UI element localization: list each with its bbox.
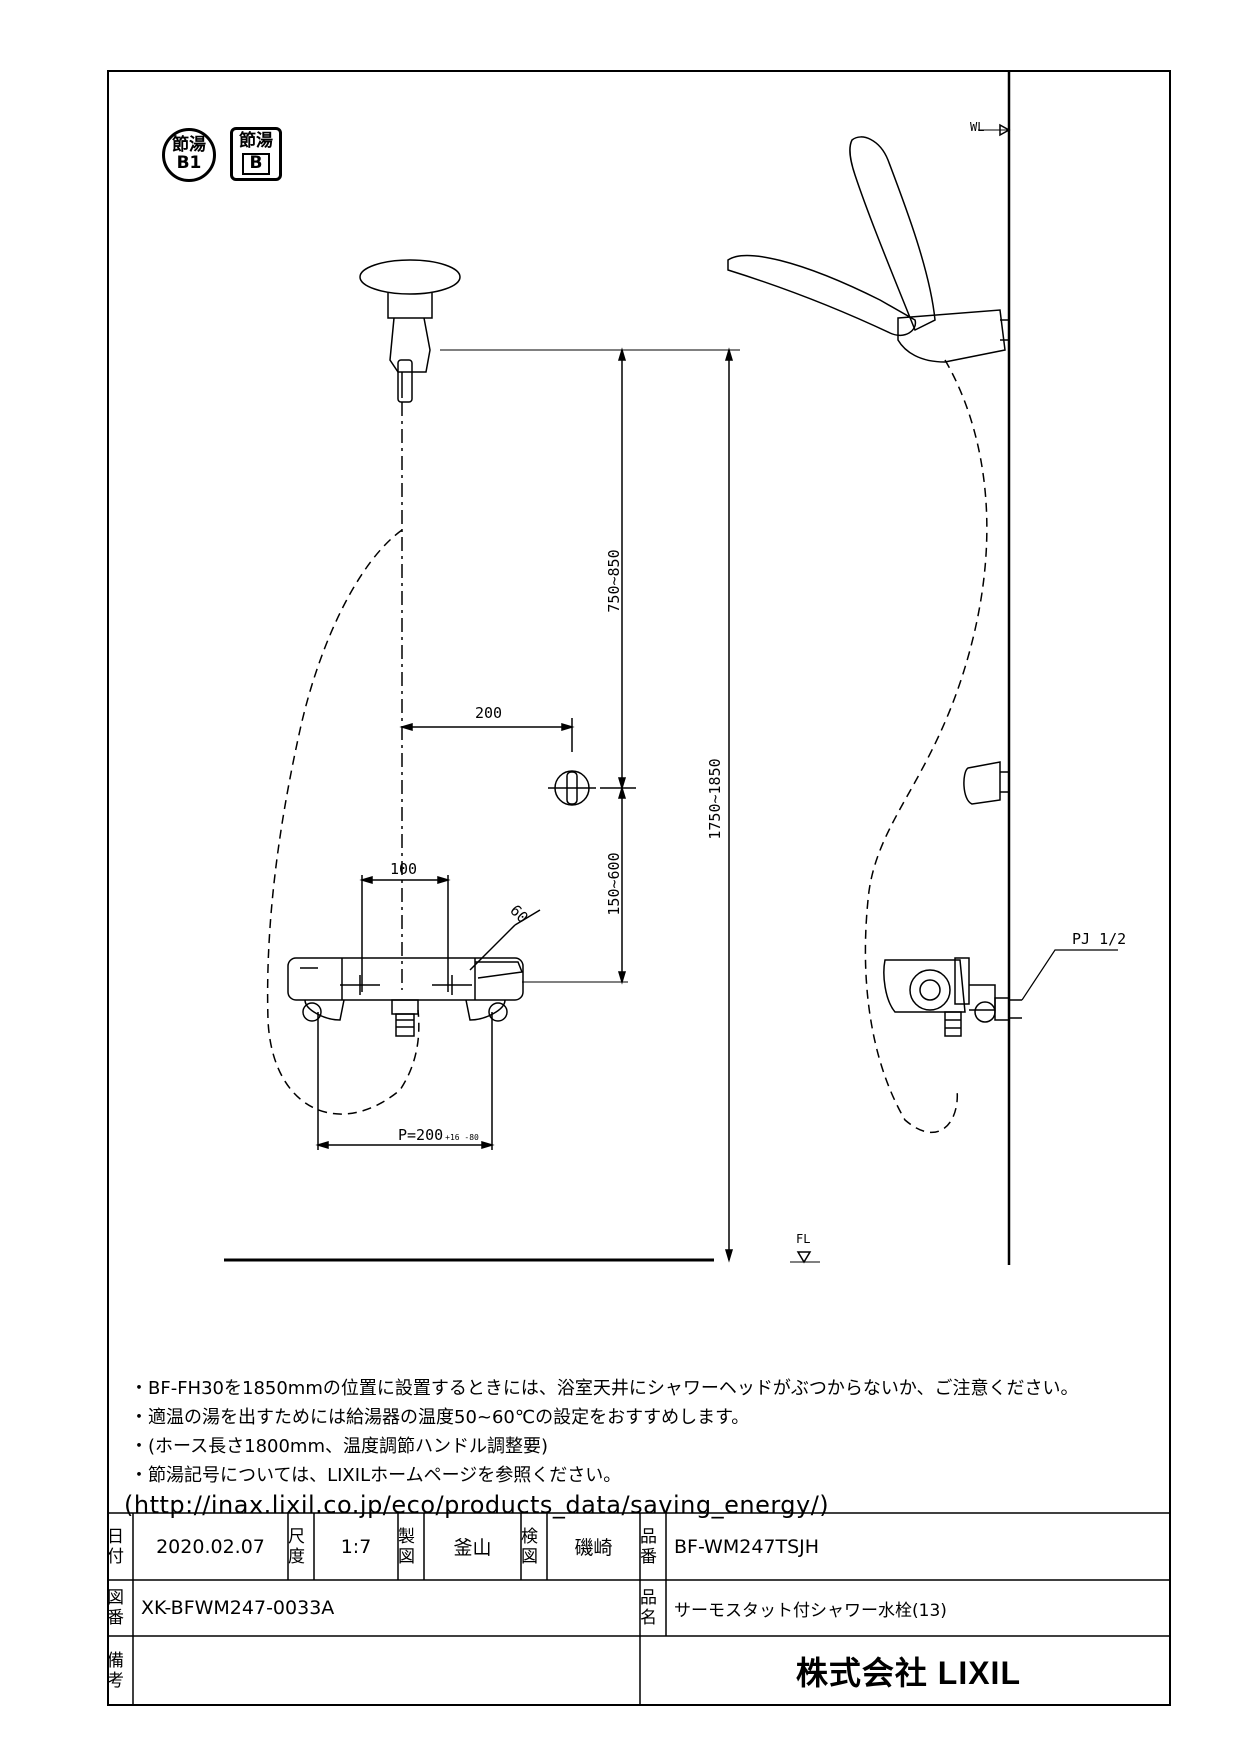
- wl-label: WL: [970, 120, 985, 134]
- water-saving-badge-b: 節湯 B: [230, 127, 282, 181]
- date-value: 2020.02.07: [156, 1535, 265, 1558]
- drawn-label: 製図: [398, 1526, 415, 1567]
- note-1: ・BF-FH30を1850mmの位置に設置するときには、浴室天井にシャワーヘッド…: [130, 1378, 1079, 1399]
- checked-by: 磯崎: [574, 1537, 613, 1559]
- note-2: ・適温の湯を出すためには給湯器の温度50~60℃の設定をおすすめします。: [130, 1407, 750, 1428]
- drawing-sheet-border: [107, 70, 1171, 1706]
- pj-label: PJ 1/2: [1072, 930, 1127, 948]
- dim-200: 200: [475, 704, 503, 722]
- badge2-title: 節湯: [239, 131, 273, 152]
- checked-label: 検図: [521, 1526, 538, 1567]
- drawing-no-value: XK-BFWM247-0033A: [141, 1597, 335, 1619]
- fl-label: FL: [796, 1232, 811, 1246]
- hose-outline-side: [864, 359, 988, 1134]
- badge1-title: 節湯: [172, 135, 206, 156]
- dim-1750-1850: 1750~1850: [706, 758, 724, 840]
- product-name-value: サーモスタット付シャワー水栓(13): [674, 1600, 947, 1621]
- product-name-label: 品名: [640, 1588, 657, 1628]
- faucet-body-front: [287, 957, 628, 1037]
- title-block-grid: [107, 1512, 1171, 1706]
- title-block: 日付 2020.02.07 尺度 1:7 製図 釜山 検図 磯崎 品番 BF-W…: [107, 1513, 1171, 1706]
- scale-value: 1:7: [340, 1535, 372, 1558]
- note-3: ・(ホース長さ1800mm、温度調節ハンドル調整要): [130, 1436, 549, 1457]
- pitch-value: P=200: [398, 1126, 444, 1144]
- water-saving-badge-b1: 節湯 B1: [162, 128, 216, 182]
- reference-url: (http://inax.lixil.co.jp/eco/products_da…: [124, 1491, 830, 1519]
- part-no-value: BF-WM247TSJH: [674, 1535, 820, 1558]
- handshower-side: [727, 136, 1009, 363]
- company-logo: 株式会社 LIXIL: [795, 1655, 1021, 1691]
- badge2-code: B: [241, 153, 271, 175]
- shower-head-front: [359, 259, 461, 403]
- dim-150-600: 150~600: [605, 852, 623, 916]
- hose-outline-front: [266, 529, 420, 1115]
- note-4: ・節湯記号については、LIXILホームページを参照ください。: [130, 1465, 622, 1486]
- wall-holder-side: [963, 761, 1009, 805]
- notes-block: ・BF-FH30を1850mmの位置に設置するときには、浴室天井にシャワーヘッド…: [124, 1374, 1079, 1520]
- remarks-label: 備考: [107, 1651, 124, 1691]
- faucet-body-side: [883, 957, 1022, 1037]
- pitch-label: P=200+16 -80: [398, 1126, 479, 1144]
- scale-label: 尺度: [288, 1526, 305, 1567]
- part-no-label: 品番: [640, 1526, 657, 1567]
- dim-750-850: 750~850: [605, 549, 623, 613]
- dim-100: 100: [390, 860, 418, 878]
- date-label: 日付: [107, 1526, 124, 1567]
- wall-holder-front: [548, 770, 596, 806]
- drawn-by: 釜山: [453, 1537, 492, 1559]
- badge1-code: B1: [176, 153, 202, 173]
- drawing-no-label: 図番: [107, 1588, 124, 1628]
- pitch-tolerance: +16 -80: [445, 1133, 479, 1142]
